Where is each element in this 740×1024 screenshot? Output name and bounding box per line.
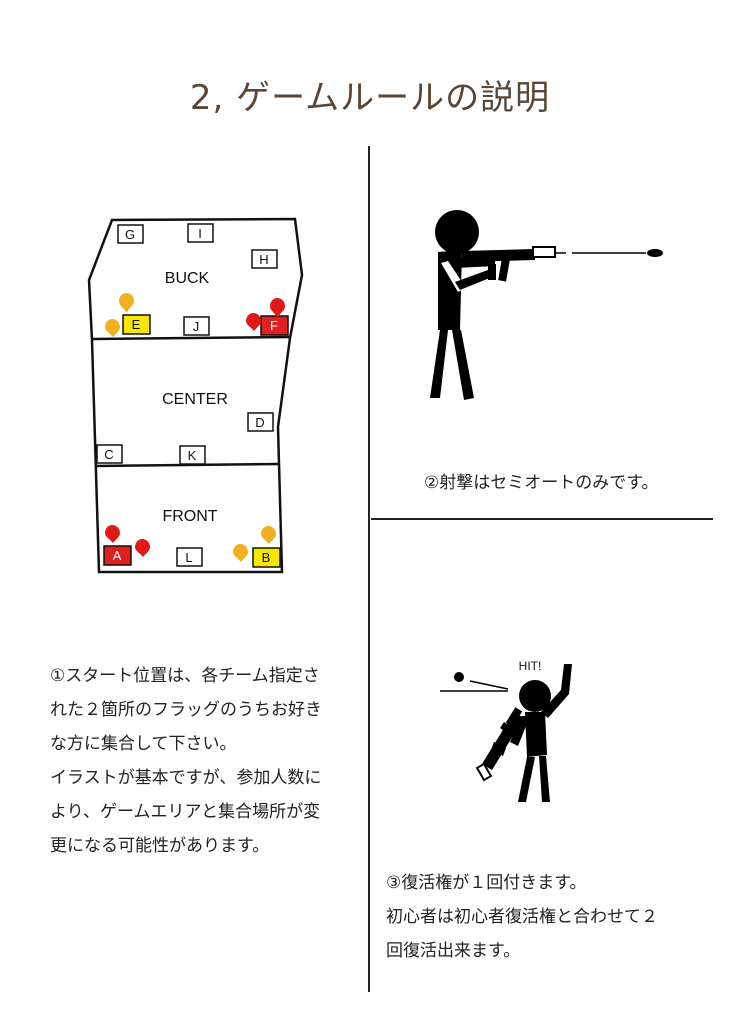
marker-k: K <box>188 448 197 463</box>
zone-label-center: CENTER <box>162 391 228 408</box>
marker-b: B <box>262 550 271 565</box>
zone-divider-buck <box>91 335 291 341</box>
zone-divider-front <box>94 462 280 468</box>
marker-g: G <box>125 227 135 242</box>
marker-f: F <box>270 318 278 333</box>
rule1-line: イラストが基本ですが、参加人数に <box>50 768 322 788</box>
rule3-line: 回復活出来ます。 <box>386 941 521 961</box>
marker-h: H <box>259 252 268 267</box>
zone-label-front: FRONT <box>162 508 217 525</box>
rule3-line: 初心者は初心者復活権と合わせて２ <box>386 907 658 927</box>
rule3-line: ③復活権が１回付きます。 <box>386 873 587 893</box>
rule1-line: 更になる可能性があります。 <box>50 836 270 856</box>
rule1-text: ①スタート位置は、各チーム指定さ れた２箇所のフラッグのうちお好き な方に集合し… <box>50 659 360 863</box>
marker-j: J <box>193 319 200 334</box>
rule1-line: れた２箇所のフラッグのうちお好き <box>50 700 322 720</box>
marker-e: E <box>132 317 141 332</box>
page-title: 2, ゲームルールの説明 <box>189 78 551 118</box>
marker-d: D <box>255 415 264 430</box>
rule1-line: より、ゲームエリアと集合場所が変 <box>50 802 321 822</box>
rule2-caption: ②射撃はセミオートのみです。 <box>424 473 659 493</box>
marker-l: L <box>185 550 192 565</box>
field-outline <box>87 217 304 574</box>
rule3-text: ③復活権が１回付きます。 初心者は初心者復活権と合わせて２ 回復活出来ます。 <box>386 866 716 968</box>
horizontal-divider <box>371 518 713 520</box>
marker-c: C <box>104 447 113 462</box>
vertical-divider <box>368 146 370 992</box>
rule1-line: な方に集合して下さい。 <box>50 734 237 754</box>
hit-label: HIT! <box>519 659 542 673</box>
zone-label-buck: BUCK <box>165 270 210 287</box>
rule1-line: ①スタート位置は、各チーム指定さ <box>50 666 320 686</box>
drop-icons <box>105 293 285 562</box>
marker-a: A <box>113 548 122 563</box>
marker-i: I <box>198 226 202 241</box>
